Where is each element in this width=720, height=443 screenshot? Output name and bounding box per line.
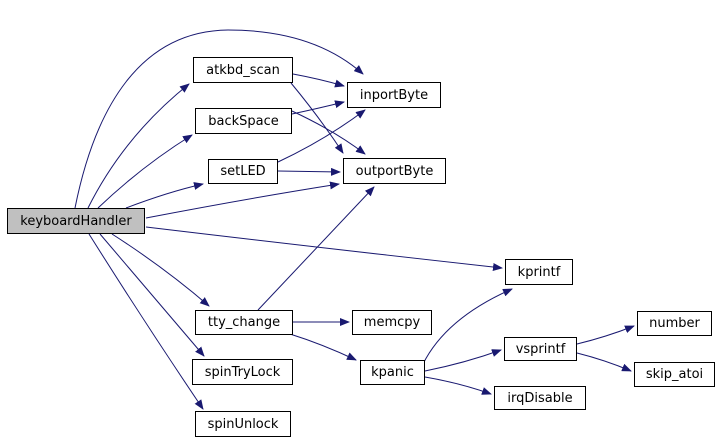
node-skip_atoi[interactable]: skip_atoi <box>634 362 715 387</box>
node-number[interactable]: number <box>637 311 712 336</box>
node-irqDisable[interactable]: irqDisable <box>494 386 586 410</box>
edge-setLED-to-outportByte <box>277 167 341 176</box>
node-vsprintf[interactable]: vsprintf <box>504 337 577 361</box>
edge-keyboardHandler-to-spinUnlock <box>88 233 204 410</box>
node-memcpy[interactable]: memcpy <box>352 310 432 335</box>
edge-keyboardHandler-to-kprintf <box>145 226 503 271</box>
edge-keyboardHandler-to-outportByte <box>145 181 340 219</box>
edge-vsprintf-to-number <box>576 325 635 345</box>
edge-atkbd_scan-to-outportByte <box>290 82 344 154</box>
edge-keyboardHandler-to-setLED <box>125 182 204 209</box>
node-kpanic[interactable]: kpanic <box>360 360 425 385</box>
edge-kpanic-to-vsprintf <box>424 349 502 372</box>
node-setLED[interactable]: setLED <box>208 159 278 184</box>
node-spinUnlock[interactable]: spinUnlock <box>195 411 291 437</box>
node-atkbd_scan[interactable]: atkbd_scan <box>193 57 293 83</box>
node-kprintf[interactable]: kprintf <box>505 259 573 285</box>
edge-keyboardHandler-to-backSpace <box>97 134 193 209</box>
edge-kpanic-to-irqDisable <box>424 376 492 395</box>
node-outportByte[interactable]: outportByte <box>343 158 446 184</box>
node-backSpace[interactable]: backSpace <box>195 108 292 134</box>
edge-tty_change-to-kpanic <box>289 333 357 361</box>
edge-keyboardHandler-to-atkbd_scan <box>87 83 190 209</box>
edge-atkbd_scan-to-inportByte <box>292 73 345 88</box>
edge-tty_change-to-outportByte <box>257 186 375 311</box>
node-tty_change[interactable]: tty_change <box>195 310 293 335</box>
node-inportByte[interactable]: inportByte <box>347 82 441 108</box>
node-keyboardHandler: keyboardHandler <box>7 208 145 234</box>
edge-keyboardHandler-to-inportByte <box>74 29 364 209</box>
edge-keyboardHandler-to-tty_change <box>111 233 210 307</box>
edge-keyboardHandler-to-spinTryLock <box>99 233 205 357</box>
edge-kpanic-to-kprintf <box>422 288 513 365</box>
node-spinTryLock[interactable]: spinTryLock <box>192 359 293 385</box>
edge-backSpace-to-inportByte <box>291 100 345 115</box>
edge-setLED-to-inportByte <box>277 109 366 163</box>
edge-vsprintf-to-skip_atoi <box>576 352 632 372</box>
edge-backSpace-to-outportByte <box>291 110 366 155</box>
